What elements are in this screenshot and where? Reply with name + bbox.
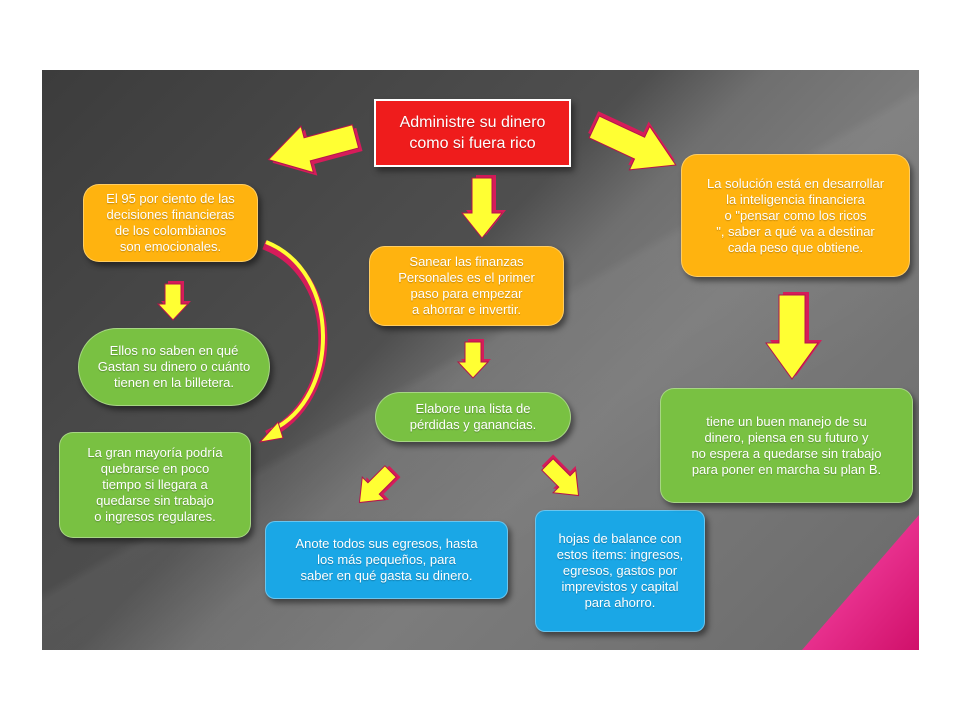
slide-canvas: Administre su dinero como si fuera rico … xyxy=(42,70,919,650)
list-box: Elabore una lista de pérdidas y ganancia… xyxy=(375,392,571,442)
arrow-title-to-left xyxy=(267,124,363,176)
balance-sheet-box: hojas de balance con estos ítems: ingres… xyxy=(535,510,705,632)
arrow-title-to-center xyxy=(460,175,506,239)
curved-arrow-left xyxy=(258,240,328,443)
financial-intelligence-box: La solución está en desarrollar la intel… xyxy=(681,154,910,277)
arrow-center-to-mid xyxy=(456,339,491,379)
emotional-decisions-box: El 95 por ciento de las decisiones finan… xyxy=(83,184,258,262)
pink-corner-triangle xyxy=(802,515,919,650)
note-expenses-box: Anote todos sus egresos, hasta los más p… xyxy=(265,521,508,599)
plan-b-box: tiene un buen manejo de su dinero, piens… xyxy=(660,388,913,503)
title-box: Administre su dinero como si fuera rico xyxy=(374,99,571,167)
arrows-layer xyxy=(156,111,919,650)
arrow-right-top-to-bottom xyxy=(765,292,822,380)
arrow-mid-to-bottom-right xyxy=(541,454,580,497)
arrow-title-to-right xyxy=(588,111,677,171)
arrow-left-top-to-mid xyxy=(156,281,191,321)
arrow-mid-to-bottom-left xyxy=(358,465,401,504)
go-broke-box: La gran mayoría podría quebrarse en poco… xyxy=(59,432,251,538)
dont-know-spending-box: Ellos no saben en qué Gastan su dinero o… xyxy=(78,328,270,406)
clean-finances-box: Sanear las finanzas Personales es el pri… xyxy=(369,246,564,326)
